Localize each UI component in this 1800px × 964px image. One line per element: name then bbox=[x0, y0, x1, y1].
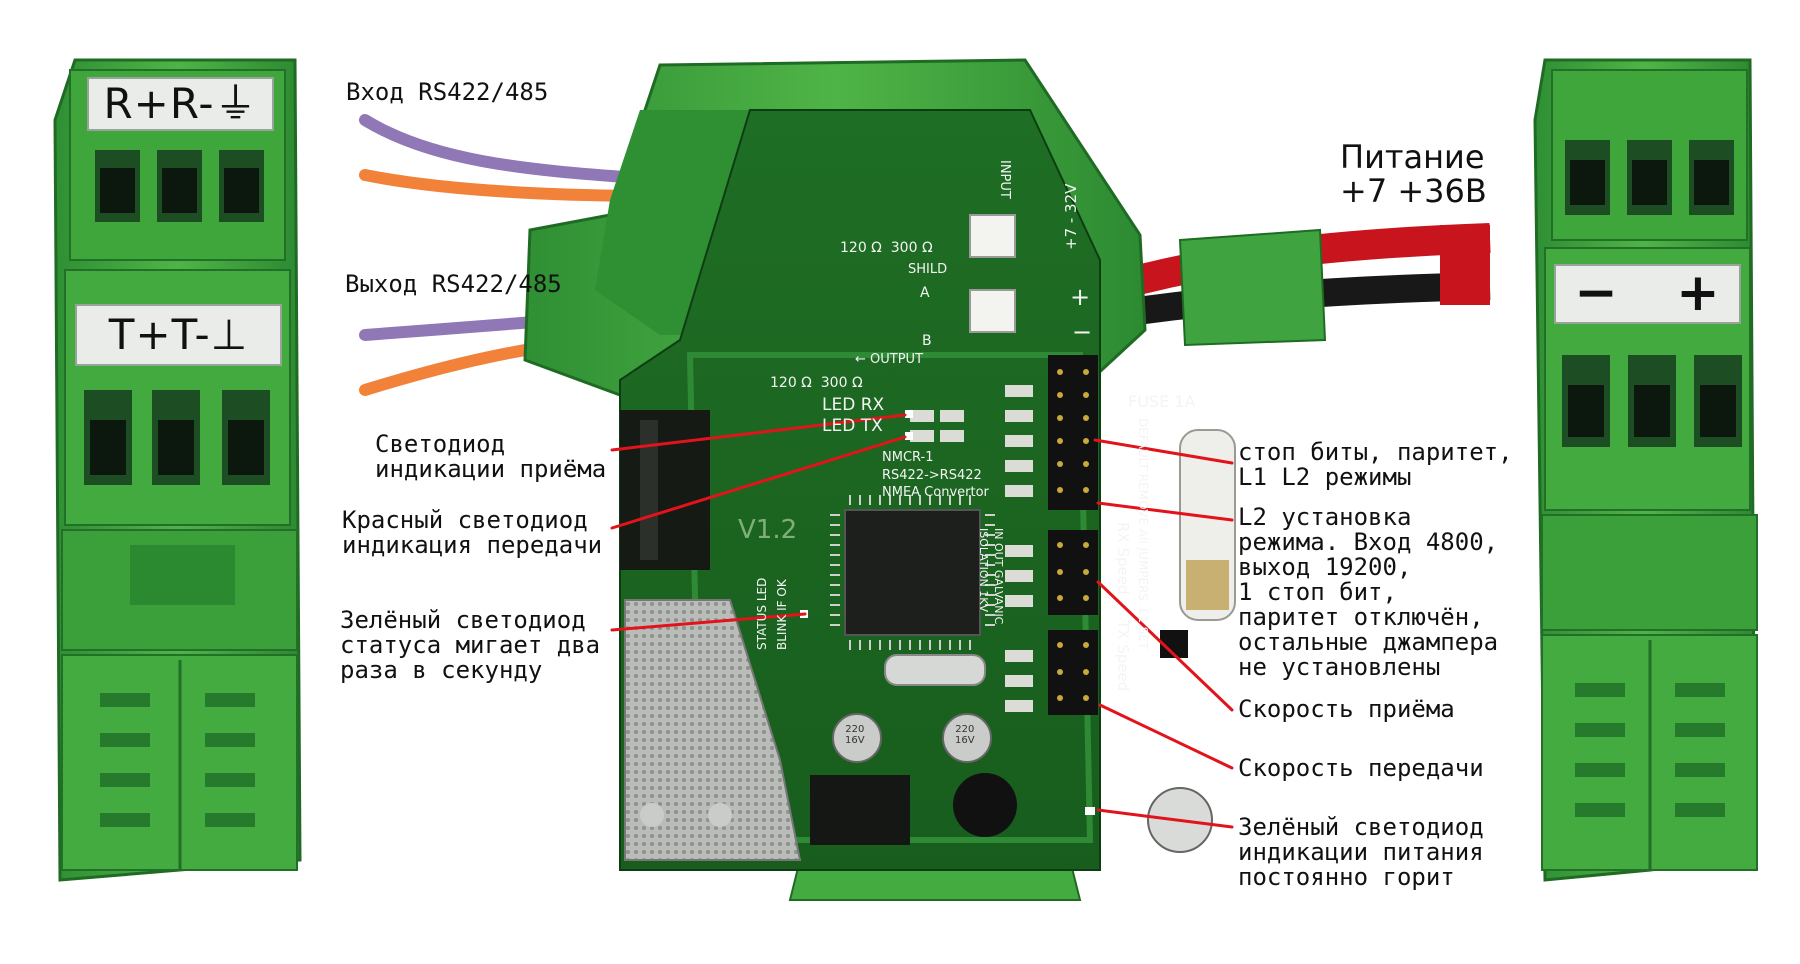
callout-power-led: Зелёный светодиод индикации питания пост… bbox=[1238, 813, 1484, 891]
pcb-capacitor-1: 220 16V bbox=[845, 724, 865, 746]
callout-led-rx: Светодиод индикации приёма bbox=[375, 430, 607, 483]
pcb-tx-speed: TX Speed bbox=[1114, 620, 1132, 692]
callout-rx-speed: Скорость приёма bbox=[1238, 695, 1455, 723]
pcb-plus: + bbox=[1070, 283, 1091, 311]
right-terminal-block bbox=[1533, 58, 1758, 882]
pcb-board bbox=[619, 109, 1236, 871]
pcb-default-note: DEFAULT REMOVE All JUMPERS. L1 SET bbox=[1136, 418, 1150, 650]
callout-tx-speed: Скорость передачи bbox=[1238, 754, 1484, 782]
pcb-voltage: +7 - 32V bbox=[1062, 183, 1080, 250]
pcb-capacitor-2: 220 16V bbox=[955, 724, 975, 746]
pcb-galvanic: IN OUT GALVANIC bbox=[992, 528, 1005, 625]
connector-label-left-bottom: T+T-⊥ bbox=[108, 310, 249, 359]
pcb-model: NMCR-1 bbox=[882, 450, 934, 465]
pcb-led-rx: LED RX bbox=[822, 395, 885, 415]
pcb-blink: BLINK IF OK bbox=[775, 579, 789, 650]
output-wire-label: Выход RS422/485 bbox=[345, 270, 562, 298]
annotation-lines bbox=[610, 413, 1234, 829]
pcb-converter: RS422->RS422 bbox=[882, 468, 982, 483]
pcb-b: B bbox=[922, 333, 932, 349]
left-terminal-block bbox=[53, 58, 302, 882]
callout-status-led: Зелёный светодиод статуса мигает два раз… bbox=[340, 606, 601, 684]
pcb-a: A bbox=[920, 285, 930, 301]
pcb-led-tx: LED TX bbox=[822, 416, 883, 436]
pcb-nmea: NMEA Convertor bbox=[882, 485, 989, 500]
callout-led-tx: Красный светодиод индикация передачи bbox=[342, 506, 603, 559]
pcb-output: ← OUTPUT bbox=[855, 352, 924, 367]
input-wire-label: Вход RS422/485 bbox=[346, 78, 549, 106]
pcb-version: V1.2 bbox=[738, 515, 798, 545]
pcb-status-led: STATUS LED bbox=[755, 577, 769, 650]
pcb-isolation: ISOLATION 1KV bbox=[977, 528, 990, 613]
pcb-rx-speed: RX Speed bbox=[1114, 522, 1132, 595]
callout-stop-bits: стоп биты, паритет, L1 L2 режимы bbox=[1238, 438, 1513, 491]
connector-label-left-top: R+R-⏚ bbox=[103, 79, 258, 128]
pcb-resistors-output: 120 Ω 300 Ω bbox=[770, 375, 863, 391]
callout-l2-mode: L2 установка режима. Вход 4800, выход 19… bbox=[1238, 503, 1499, 681]
led-rx-indicator bbox=[905, 410, 913, 418]
pcb-fuse: FUSE 1A bbox=[1128, 392, 1196, 411]
led-tx-indicator bbox=[905, 432, 913, 440]
pcb-input: INPUT bbox=[997, 160, 1012, 199]
pcb-shild: SHILD bbox=[908, 262, 948, 277]
pcb-resistors-input: 120 Ω 300 Ω bbox=[840, 240, 933, 256]
pcb-minus: − bbox=[1072, 318, 1093, 346]
connector-label-power: − + bbox=[1574, 263, 1721, 323]
power-label: Питание +7 +36В bbox=[1340, 138, 1487, 210]
power-led-indicator bbox=[1085, 807, 1095, 815]
